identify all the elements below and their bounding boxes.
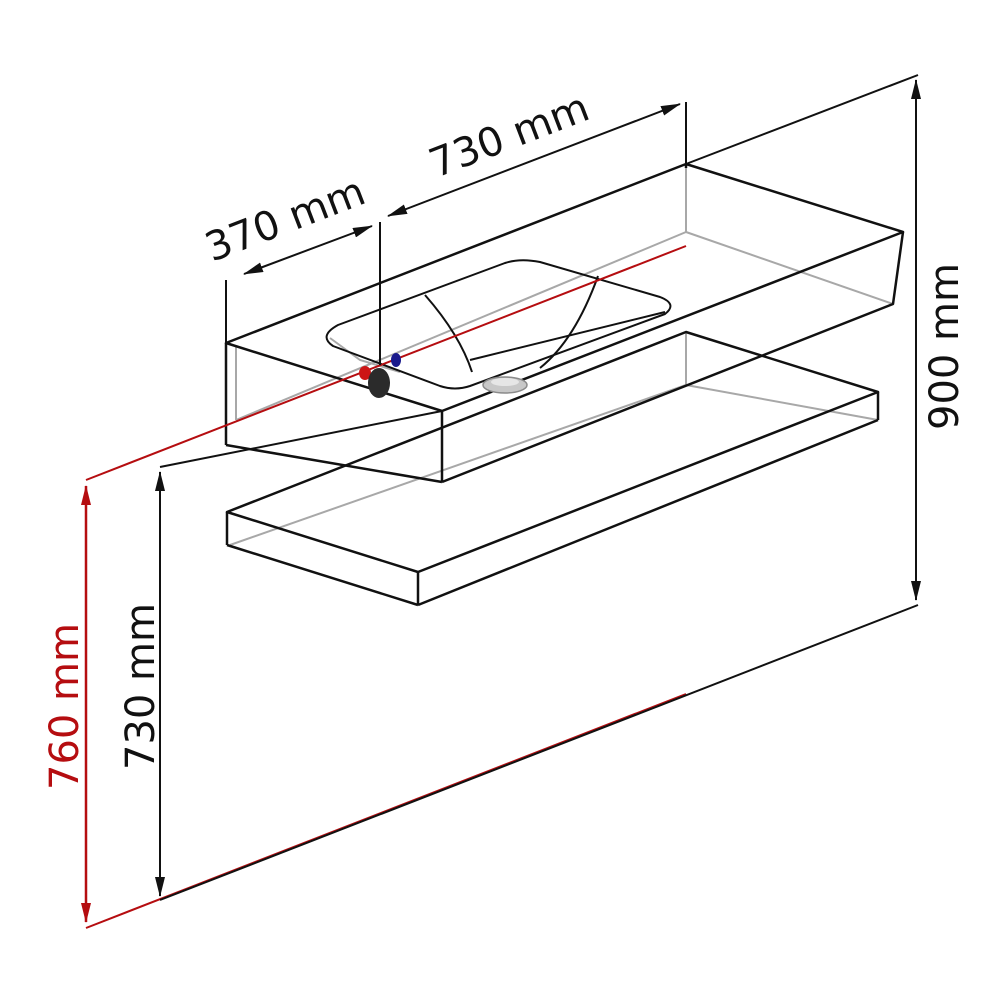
drain-connector — [368, 368, 390, 398]
shelf-height-label: 730 mm — [118, 603, 164, 770]
hot-water-connector — [359, 366, 371, 380]
total-height-label: 900 mm — [922, 263, 968, 430]
tap-height-label: 760 mm — [42, 623, 88, 790]
width-dimension-line — [387, 103, 681, 217]
cold-water-connector — [391, 353, 401, 367]
tap-axis-line — [85, 245, 687, 929]
lower-shelf — [225, 330, 880, 607]
width-label: 730 mm — [423, 85, 595, 188]
basin — [325, 259, 672, 390]
drain — [482, 376, 528, 394]
depth-dimension-line — [243, 225, 373, 275]
dimension-lines — [155, 74, 921, 901]
depth-label: 370 mm — [199, 169, 371, 272]
tap-fittings — [359, 353, 401, 398]
hidden-lines — [229, 168, 894, 546]
